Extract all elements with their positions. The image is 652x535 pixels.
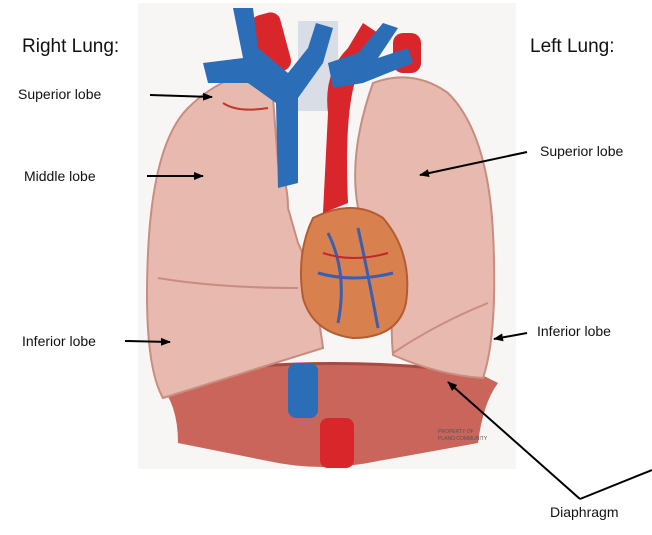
label-right-inferior-lobe: Inferior lobe — [22, 333, 96, 349]
photo-caption-line2: PLANO COMMUNITY — [438, 436, 488, 442]
aorta-lower — [320, 418, 354, 468]
photo-caption-line1: PROPERTY OF — [438, 429, 474, 435]
left-lung-heading: Left Lung: — [530, 36, 615, 57]
heart-shape — [299, 207, 409, 340]
arrow-left-superior — [419, 151, 528, 178]
diaphragm-leader — [579, 469, 652, 500]
arrow-right-inferior — [124, 337, 171, 346]
label-left-inferior-lobe: Inferior lobe — [537, 323, 611, 339]
label-left-superior-lobe: Superior lobe — [540, 143, 624, 159]
vena-cava-lower — [288, 363, 318, 418]
label-diaphragm: Diaphragm — [550, 504, 619, 520]
vena-cava — [203, 8, 333, 188]
label-right-superior-lobe: Superior lobe — [18, 86, 102, 102]
arrow-diaphragm — [447, 381, 581, 500]
diaphragm-shape — [158, 363, 498, 467]
lung-model-photo: PROPERTY OF PLANO COMMUNITY — [138, 3, 516, 469]
label-right-middle-lobe: Middle lobe — [24, 168, 96, 184]
arrow-left-inferior — [493, 332, 528, 342]
arrow-right-superior — [149, 92, 213, 101]
right-lung-heading: Right Lung: — [22, 36, 120, 57]
